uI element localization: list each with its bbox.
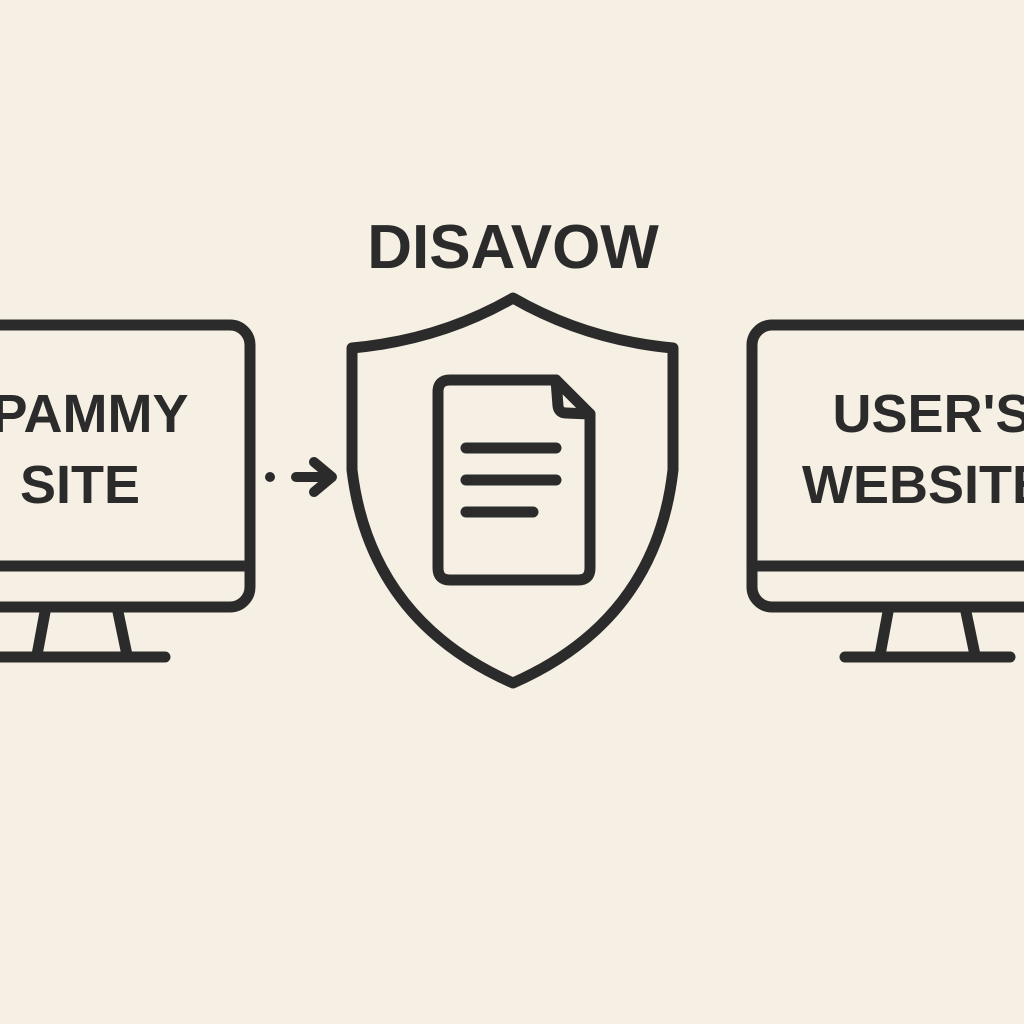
left-monitor-line2: SITE bbox=[20, 455, 140, 515]
left-monitor-line1: SPAMMY bbox=[0, 384, 189, 444]
right-monitor-line2: WEBSITE bbox=[802, 455, 1024, 515]
shield-icon bbox=[346, 292, 679, 689]
right-monitor-line1: USER'S bbox=[833, 384, 1024, 444]
dashed-arrow-icon bbox=[265, 457, 337, 497]
users-website-monitor-icon: USER'S WEBSITE bbox=[746, 319, 1024, 663]
spammy-site-monitor-icon: SPAMMY SITE bbox=[0, 319, 256, 663]
document-icon bbox=[432, 374, 596, 586]
diagram-title: DISAVOW bbox=[367, 213, 659, 282]
